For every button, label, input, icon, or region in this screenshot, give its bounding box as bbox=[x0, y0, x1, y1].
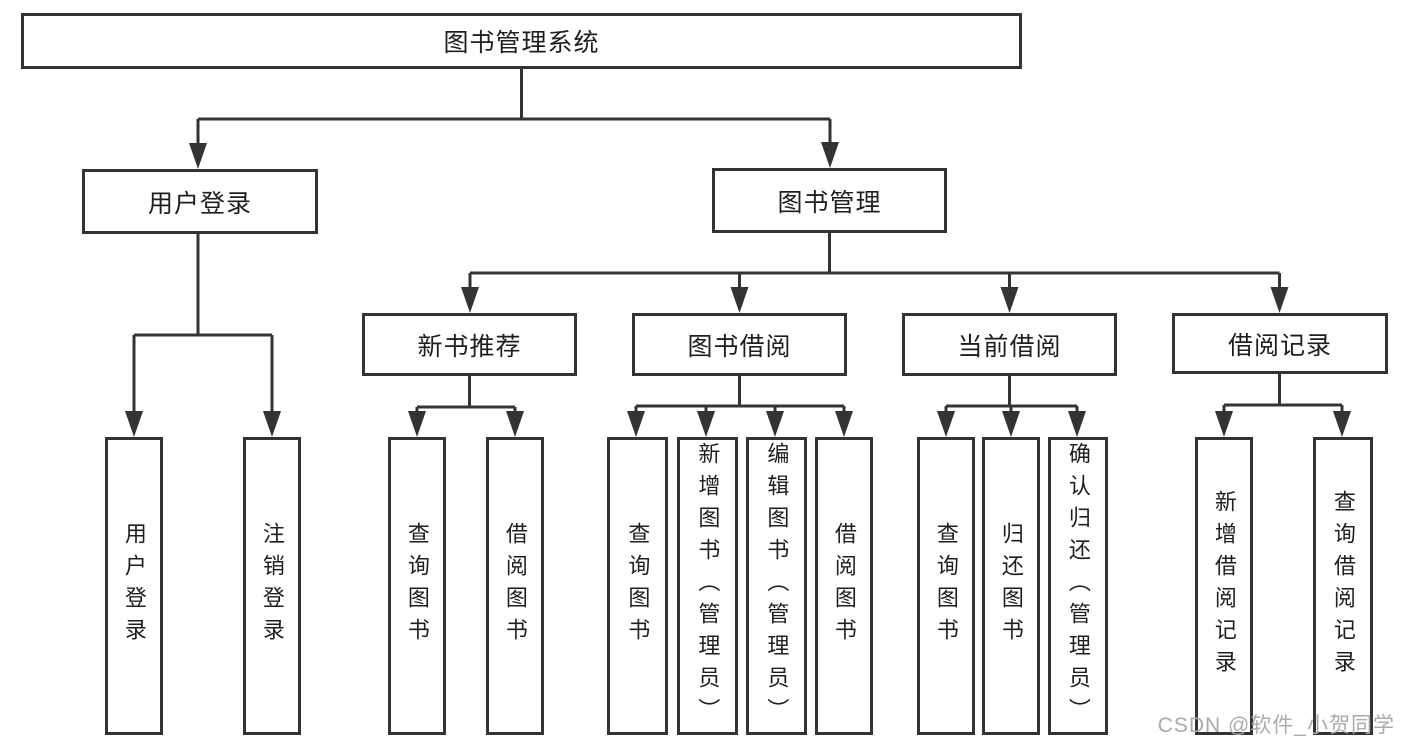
node-label: 图书管理系统 bbox=[443, 29, 600, 57]
csdn-watermark: CSDN @软件_小贺同学 bbox=[1157, 714, 1395, 737]
leaf-return-books: 归还图书 bbox=[982, 437, 1040, 735]
leaf-borrow-books-recommend: 借阅图书 bbox=[486, 437, 544, 735]
node-label: 当前借阅 bbox=[957, 332, 1062, 361]
leaf-query-books-recommend: 查询图书 bbox=[388, 437, 446, 735]
leaf-query-books-borrow: 查询图书 bbox=[607, 437, 668, 735]
leaf-logout: 注销登录 bbox=[243, 437, 301, 735]
node-label: 图书管理 bbox=[777, 188, 882, 217]
node-current-borrowing: 当前借阅 bbox=[902, 313, 1117, 376]
node-label: 查询图书 bbox=[404, 522, 430, 650]
node-book-borrowing: 图书借阅 bbox=[632, 313, 847, 376]
node-label: 查询图书 bbox=[625, 522, 651, 650]
node-user-login: 用户登录 bbox=[82, 169, 318, 234]
node-label: 编辑图书（管理员） bbox=[764, 442, 790, 730]
leaf-user-login: 用户登录 bbox=[105, 437, 163, 735]
node-new-book-recommendation: 新书推荐 bbox=[362, 313, 577, 376]
leaf-query-books-current: 查询图书 bbox=[917, 437, 975, 735]
node-label: 确认归还（管理员） bbox=[1065, 442, 1091, 730]
node-label: 新增借阅记录 bbox=[1211, 490, 1237, 682]
node-label: 新书推荐 bbox=[417, 332, 522, 361]
node-label: 借阅图书 bbox=[831, 522, 857, 650]
arrowheads bbox=[125, 142, 1351, 437]
node-label: 注销登录 bbox=[259, 522, 285, 650]
leaf-add-books-admin: 新增图书（管理员） bbox=[677, 437, 738, 735]
node-label: 借阅图书 bbox=[502, 522, 528, 650]
node-label: 图书借阅 bbox=[687, 332, 792, 361]
leaf-add-borrow-record: 新增借阅记录 bbox=[1195, 437, 1253, 735]
node-book-management: 图书管理 bbox=[712, 168, 947, 233]
node-label: 新增图书（管理员） bbox=[695, 442, 721, 730]
node-label: 查询借阅记录 bbox=[1330, 490, 1356, 682]
node-library-management-system: 图书管理系统 bbox=[21, 13, 1022, 69]
node-label: 借阅记录 bbox=[1227, 331, 1332, 360]
node-label: 用户登录 bbox=[121, 522, 147, 650]
leaf-query-borrow-record: 查询借阅记录 bbox=[1313, 437, 1373, 735]
node-label: 归还图书 bbox=[998, 522, 1024, 650]
node-label: 用户登录 bbox=[147, 189, 252, 218]
leaf-borrow-books: 借阅图书 bbox=[815, 437, 873, 735]
node-borrowing-records: 借阅记录 bbox=[1172, 313, 1388, 374]
leaf-confirm-return-admin: 确认归还（管理员） bbox=[1048, 437, 1108, 735]
node-label: 查询图书 bbox=[933, 522, 959, 650]
leaf-edit-books-admin: 编辑图书（管理员） bbox=[746, 437, 807, 735]
